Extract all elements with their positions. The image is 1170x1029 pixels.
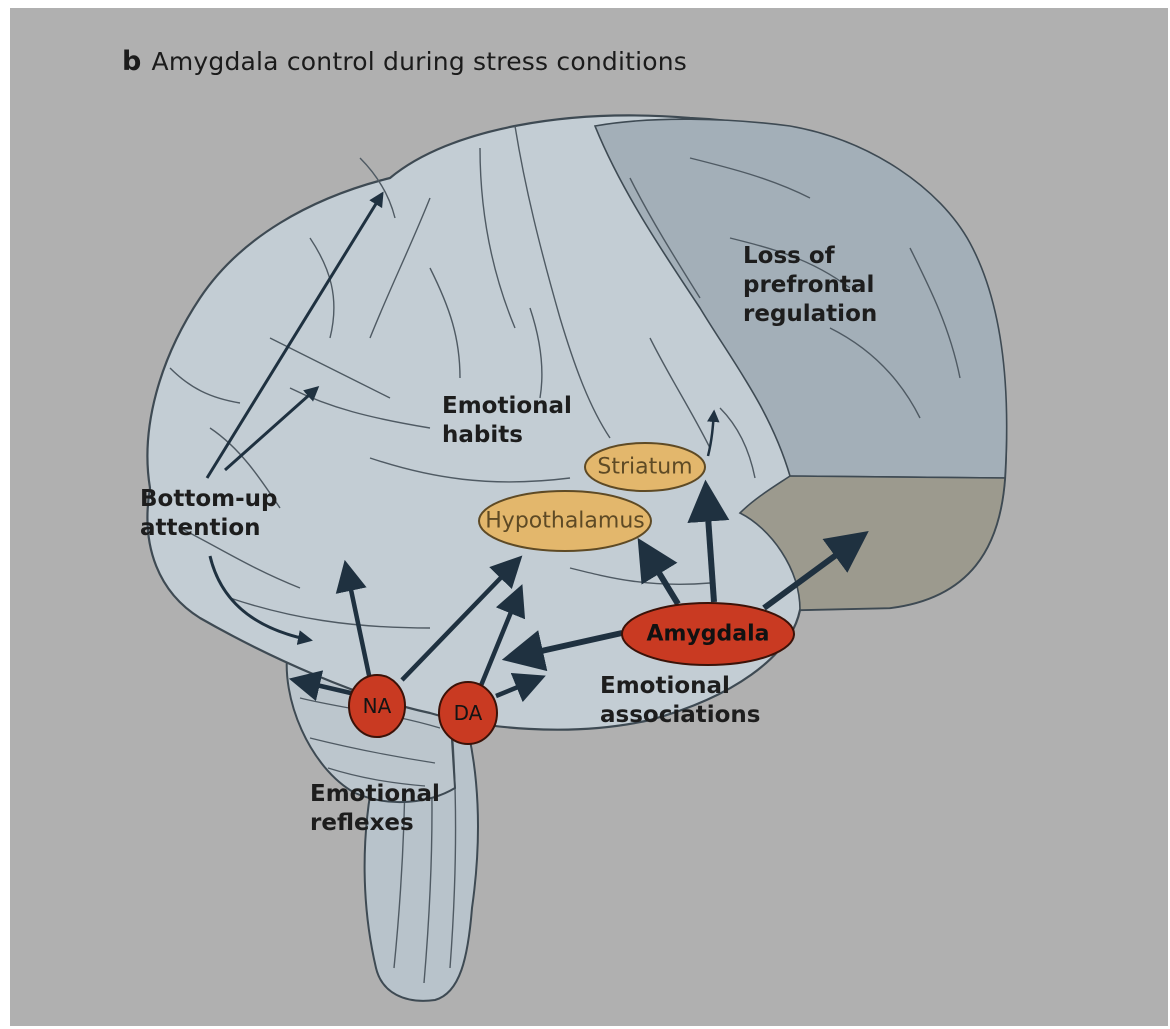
amygdala-label: Amygdala	[646, 622, 769, 647]
label-emotional-associations: Emotional associations	[600, 672, 760, 730]
hypothalamus-label: Hypothalamus	[485, 509, 644, 534]
label-emotional-habits: Emotional habits	[442, 392, 572, 450]
brain-diagram-figure: b Amygdala control during stress conditio…	[10, 8, 1168, 1026]
panel-title: b Amygdala control during stress conditio…	[122, 46, 687, 77]
label-emotional-reflexes: Emotional reflexes	[310, 780, 440, 838]
panel-title-text: Amygdala control during stress condition…	[152, 47, 687, 76]
striatum-label: Striatum	[597, 455, 692, 480]
label-loss-of-prefrontal-regulation: Loss of prefrontal regulation	[743, 242, 877, 329]
panel-letter: b	[122, 46, 142, 77]
na-label: NA	[363, 694, 392, 718]
da-label: DA	[454, 701, 483, 725]
label-bottom-up-attention: Bottom-up attention	[140, 485, 277, 543]
